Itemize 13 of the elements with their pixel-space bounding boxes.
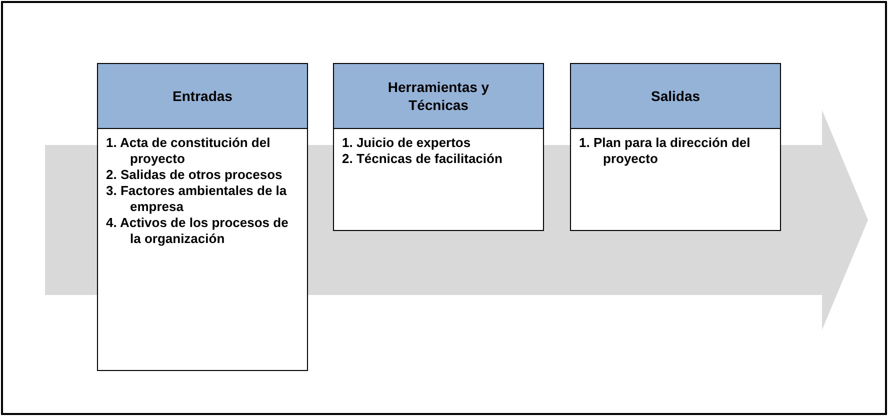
list-item: 2. Salidas de otros procesos bbox=[106, 167, 284, 183]
list-item: 1. Plan para la dirección del proyecto bbox=[579, 135, 752, 167]
column-header: Salidas bbox=[571, 64, 780, 129]
list-card bbox=[97, 63, 308, 371]
list-card bbox=[570, 63, 781, 231]
list-card bbox=[333, 63, 544, 231]
list-item: 1. Juicio de expertos bbox=[342, 135, 472, 151]
list-item: 1. Acta de constitución del proyecto bbox=[106, 135, 272, 167]
list-item: 2. Técnicas de facilitación bbox=[342, 151, 504, 167]
column-header: Entradas bbox=[98, 64, 307, 129]
column-header: Herramientas y Técnicas bbox=[334, 64, 543, 129]
list-item: 4. Activos de los procesos de la organización bbox=[106, 215, 290, 247]
list-item: 3. Factores ambientales de la empresa bbox=[106, 183, 288, 215]
